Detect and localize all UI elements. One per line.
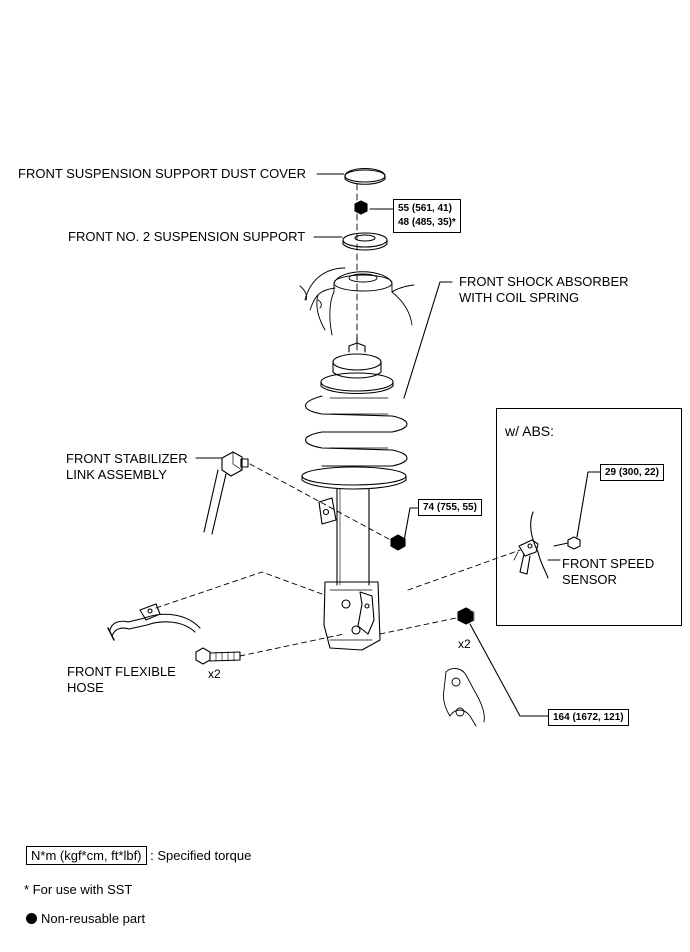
- steering-knuckle-sketch: [443, 668, 485, 727]
- stabilizer-link-part: [203, 451, 249, 535]
- legend-sst-note: * For use with SST: [24, 882, 133, 897]
- speed-sensor-part: [513, 511, 549, 579]
- stabilizer-nut-part: [390, 534, 406, 551]
- torque-knuckle: 164 (1672, 121): [548, 709, 629, 726]
- nut-dashed-line: [379, 617, 457, 635]
- shock-absorber-assembly: [301, 336, 408, 651]
- torque-top-nut-line1: 55 (561, 41): [398, 203, 452, 214]
- speed-sensor-label-line2: SENSOR: [562, 572, 617, 587]
- hose-dashed-line: [155, 571, 323, 609]
- torque-top-nut: 55 (561, 41) 48 (485, 35)*: [393, 199, 461, 233]
- legend-nonreusable: Non-reusable part: [26, 911, 145, 926]
- legend-torque-text: : Specified torque: [150, 848, 252, 863]
- hose-label-line1: FRONT FLEXIBLE: [67, 664, 176, 679]
- body-strut-tower: [299, 267, 415, 336]
- speed-sensor-label-line1: FRONT SPEED: [562, 556, 655, 571]
- abs-inset-box: w/ ABS:: [496, 408, 682, 626]
- sensor-bolt-leader: [576, 471, 601, 538]
- shock-label-line1: FRONT SHOCK ABSORBER: [459, 274, 629, 289]
- torque-sensor-bolt: 29 (300, 22): [600, 464, 664, 481]
- top-nut-part: [354, 200, 368, 215]
- legend-torque: N*m (kgf*cm, ft*lbf) : Specified torque: [26, 846, 251, 865]
- torque-top-nut-line2: 48 (485, 35)*: [398, 217, 456, 228]
- bolt-quantity: x2: [208, 667, 221, 681]
- torque-stabilizer-nut: 74 (755, 55): [418, 499, 482, 516]
- flexible-hose-part: [107, 603, 201, 641]
- shock-label-line2: WITH COIL SPRING: [459, 290, 580, 305]
- support-label: FRONT NO. 2 SUSPENSION SUPPORT: [68, 229, 306, 244]
- legend-nonreusable-text: Non-reusable part: [41, 911, 146, 926]
- nut-quantity: x2: [458, 637, 471, 651]
- hose-label-line2: HOSE: [67, 680, 104, 695]
- knuckle-nut-part: [457, 607, 475, 625]
- abs-inset-title: w/ ABS:: [505, 423, 555, 439]
- stabilizer-label-line1: FRONT STABILIZER: [66, 451, 188, 466]
- nonreusable-dot-icon: [26, 913, 37, 924]
- bolt-dashed-line: [239, 633, 345, 657]
- knuckle-nut-leader: [469, 623, 549, 717]
- sensor-dashed-line: [407, 549, 521, 591]
- shock-leader: [403, 281, 453, 399]
- stabilizer-label-line2: LINK ASSEMBLY: [66, 467, 167, 482]
- stabilizer-dashed-line: [249, 463, 399, 545]
- stabilizer-nut-leader: [403, 507, 419, 542]
- dust-cover-part: [344, 167, 386, 185]
- dust-cover-label: FRONT SUSPENSION SUPPORT DUST COVER: [18, 166, 306, 181]
- no2-support-part: [342, 232, 388, 251]
- speed-sensor-bolt-part: [553, 536, 581, 550]
- knuckle-bolt-part: [195, 647, 241, 665]
- legend-torque-unit: N*m (kgf*cm, ft*lbf): [26, 846, 147, 865]
